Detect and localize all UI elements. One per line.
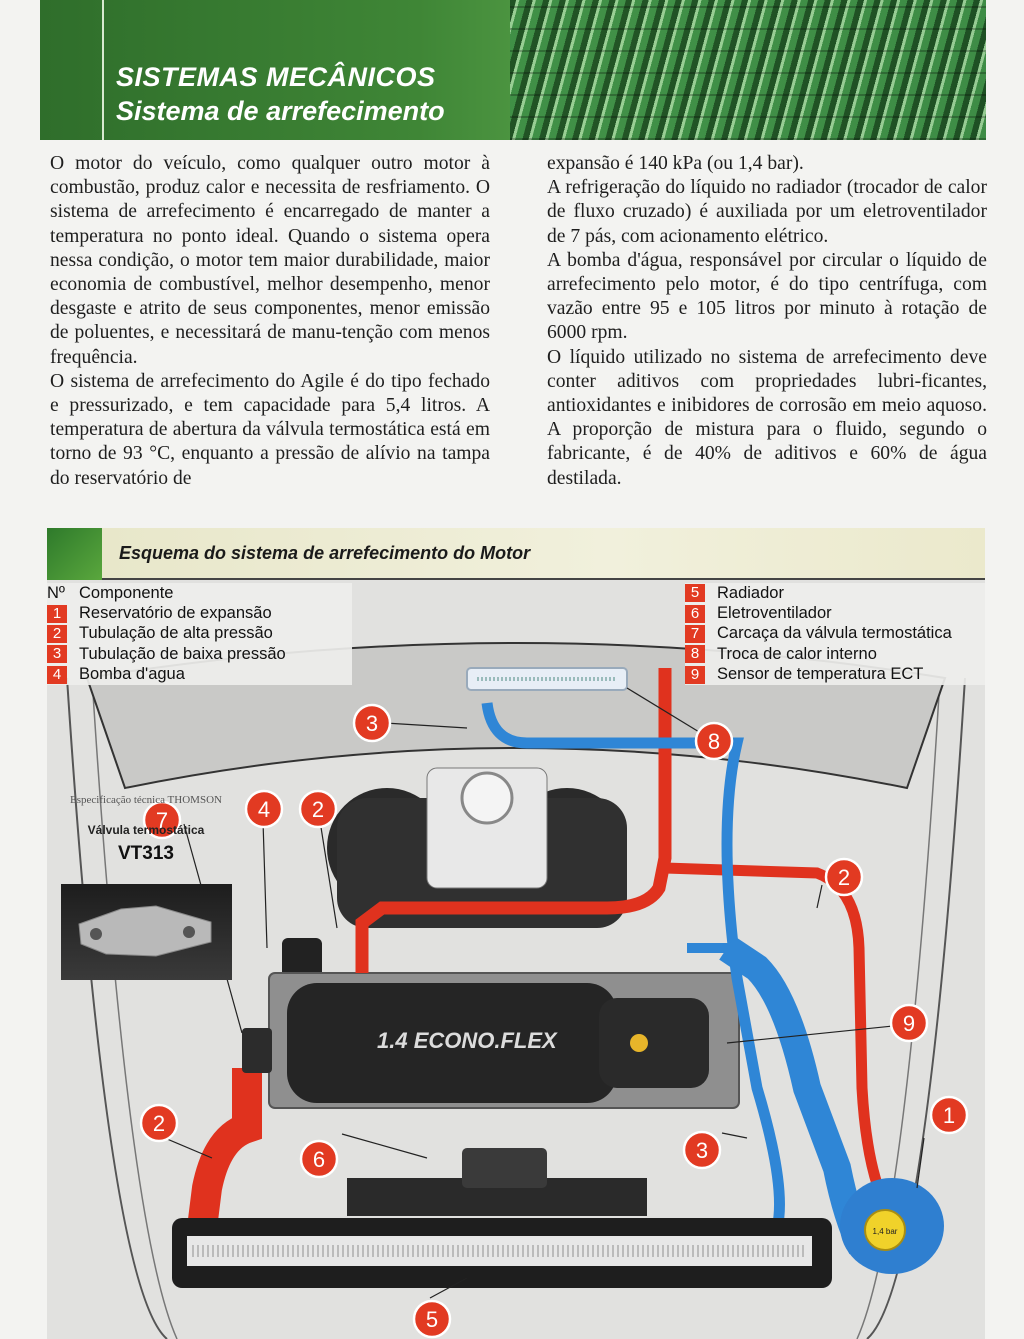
paragraph: O sistema de arrefecimento do Agile é do… xyxy=(50,370,490,489)
paragraph: A bomba d'água, responsável por circular… xyxy=(547,249,987,344)
thermostat-valve-photo xyxy=(61,884,232,980)
diagram-title: Esquema do sistema de arrefecimento do M… xyxy=(119,543,531,563)
callout-9: 9 xyxy=(903,1011,915,1036)
text-column-right: expansão é 140 kPa (ou 1,4 bar). A refri… xyxy=(547,152,987,491)
text-column-left: O motor do veículo, como qualquer outro … xyxy=(50,152,490,491)
callout-markers xyxy=(139,703,969,1339)
paragraph: A refrigeração do líquido no radiador (t… xyxy=(547,177,987,247)
spec-box: Especificação técnica THOMSON Válvula te… xyxy=(60,794,232,865)
cooling-system-diagram: 1.4 ECONO.FLEX 1,4 bar xyxy=(47,528,985,1339)
spec-part-name: Válvula termostática xyxy=(87,823,205,837)
radiator-grill-image xyxy=(510,0,986,140)
schematic-drawing: 1.4 ECONO.FLEX 1,4 bar xyxy=(66,642,969,1339)
engine-label: 1.4 ECONO.FLEX xyxy=(377,1028,558,1053)
oil-can-icon xyxy=(630,1034,648,1052)
header-banner: SISTEMAS MECÂNICOS Sistema de arrefecime… xyxy=(40,0,986,140)
callout-3-lower: 3 xyxy=(696,1138,708,1163)
paragraph: O motor do veículo, como qualquer outro … xyxy=(50,153,490,368)
callout-5: 5 xyxy=(426,1307,438,1332)
spec-source: Especificação técnica THOMSON xyxy=(70,794,222,806)
callout-8: 8 xyxy=(708,729,720,754)
callout-3-upper: 3 xyxy=(366,711,378,736)
callout-2-right: 2 xyxy=(838,865,850,890)
callout-6: 6 xyxy=(313,1147,325,1172)
page-subtitle: Sistema de arrefecimento xyxy=(116,96,445,126)
header-divider xyxy=(102,0,104,140)
callout-1: 1 xyxy=(943,1103,955,1128)
paragraph: expansão é 140 kPa (ou 1,4 bar). xyxy=(547,153,804,174)
callout-2-upper: 2 xyxy=(312,797,324,822)
callout-2-left: 2 xyxy=(153,1111,165,1136)
section-title: SISTEMAS MECÂNICOS xyxy=(116,62,436,92)
legend-header: Nº Componente xyxy=(47,583,174,602)
reservoir-pressure-label: 1,4 bar xyxy=(873,1227,898,1236)
callout-4: 4 xyxy=(258,797,270,822)
callout-7: 7 xyxy=(156,808,168,833)
paragraph: O líquido utilizado no sistema de arrefe… xyxy=(547,346,987,489)
spec-model: VT313 xyxy=(118,843,174,864)
diagram-title-bar: Esquema do sistema de arrefecimento do M… xyxy=(47,528,985,580)
